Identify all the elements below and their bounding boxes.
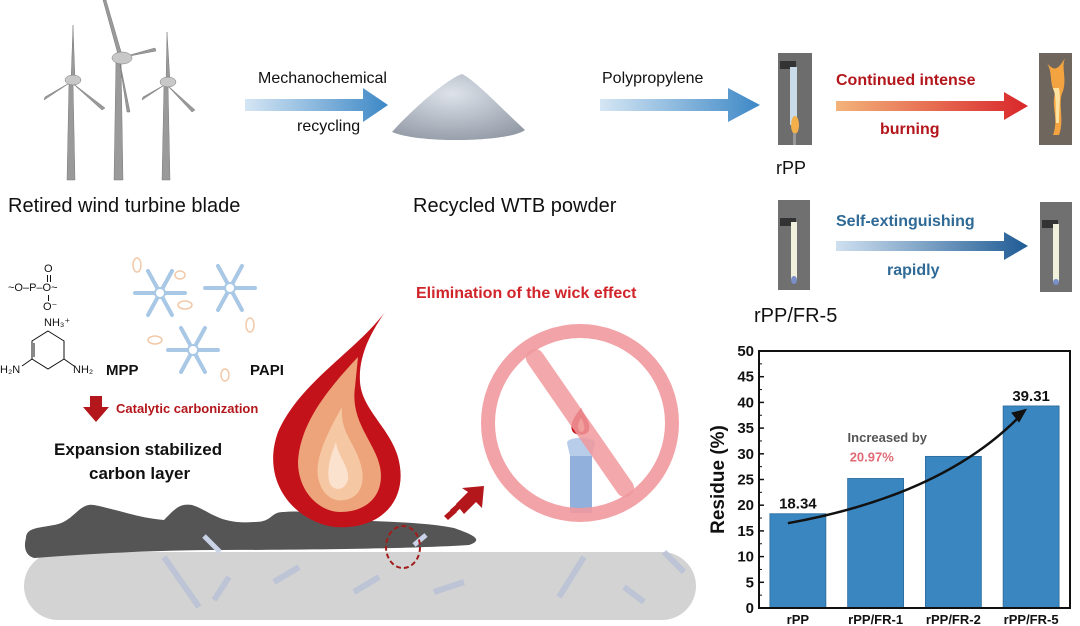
bar-rpp [769,513,827,609]
chem-chain: ~O–P–O~ [8,282,58,294]
y-tick-label: 40 [737,394,754,411]
fr-result-line1: Self-extinguishing [836,213,975,230]
chem-double-bond [47,275,51,282]
polypropylene-arrow [600,88,760,122]
wick-effect-label: Elimination of the wick effect [416,285,637,302]
polymer-substrate [24,549,696,620]
rpp-burning-photo [1039,53,1072,145]
large-flame-icon [273,312,401,528]
x-tick-label: rPP/FR-1 [848,612,903,626]
trend-arrow-head [1011,408,1028,423]
self-extinguishing-arrow [836,232,1028,260]
chem-single-bond [48,295,49,301]
data-label: 39.31 [1012,388,1050,405]
recycling-arrow [245,88,388,122]
rpp-fr5-extinguished-photo [1040,202,1072,292]
rpp-sample-photo [778,53,812,145]
chem-h2n: H₂N [0,364,21,376]
arrow1-label-line2: recycling [297,118,361,135]
char-layer [24,504,477,558]
chem-nh3: NH₃⁺ [44,317,71,329]
rpp-fr5-sample-label: rPP/FR-5 [754,305,838,327]
y-tick-label: 30 [737,446,754,463]
x-tick-label: rPP/FR-2 [926,612,981,626]
y-tick-label: 35 [737,420,754,437]
powder-label: Recycled WTB powder [413,195,617,217]
annotation-increased-by: Increased by [848,430,928,445]
y-tick-label: 5 [746,574,754,591]
triazine-ring [21,330,75,370]
bar-rpp-fr-1 [847,478,905,609]
carbon-layer-line1: Expansion stabilized [54,440,223,459]
y-tick-label: 10 [737,549,754,566]
papi-snowflakes-illustration [132,257,257,382]
y-tick-label: 45 [737,369,754,386]
rpp-result-line1: Continued intense [836,72,976,89]
chem-o-minus: O⁻ [43,301,58,313]
x-tick-label: rPP/FR-5 [1004,612,1059,626]
bar-rpp-fr-2 [924,455,982,609]
fr-result-line2: rapidly [887,262,940,279]
rpp-result-line2: burning [880,121,940,138]
y-tick-label: 25 [737,472,754,489]
turbine-label: Retired wind turbine blade [8,195,241,217]
y-tick-label: 20 [737,497,754,514]
y-tick-label: 0 [746,600,754,617]
data-label: 18.34 [779,496,817,513]
chem-o-top: O [44,263,53,275]
arrow1-label-line1: Mechanochemical [258,70,387,87]
transition-arrow [444,486,484,520]
rpp-fr5-sample-photo [778,200,810,290]
mpp-label: MPP [106,362,139,379]
y-tick-label: 50 [737,343,754,360]
papi-label: PAPI [250,362,284,379]
burning-arrow [836,92,1028,120]
catalytic-down-arrow [83,396,109,422]
carbon-layer-line2: carbon layer [89,464,191,483]
residue-bar-chart: 18.34 rPP rPP/FR-1 rPP/FR-2 39.31 rPP/FR-5 0 5 1… [708,343,1071,626]
wind-turbines-illustration [43,0,196,181]
no-wick-effect-icon [481,324,679,522]
arrow2-label: Polypropylene [602,70,704,87]
chem-nh2: NH₂ [73,364,94,376]
powder-pile-illustration [392,74,525,141]
catalytic-label: Catalytic carbonization [116,401,259,416]
rpp-sample-label: rPP [776,158,807,178]
wick-highlight-circle [385,525,421,569]
y-tick-label: 15 [737,523,754,540]
x-tick-label: rPP [787,612,810,626]
annotation-percent: 20.97% [850,450,895,465]
y-axis-label: Residue (%) [708,425,729,534]
bar-rpp-fr-5 [1002,405,1060,609]
trend-arrow-curve [787,411,1025,525]
